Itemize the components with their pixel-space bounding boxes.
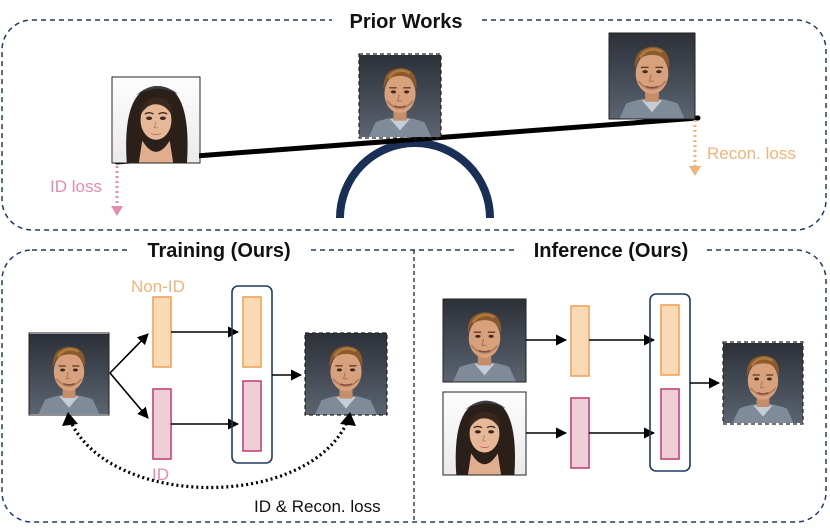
- recon-loss-arrow: [689, 120, 701, 176]
- inference-concat-id: [660, 388, 680, 460]
- inference-non-id-feature: [570, 305, 590, 377]
- inference-title: Inference (Ours): [534, 240, 688, 262]
- id-loss-arrow: [111, 166, 123, 216]
- inference-man-face-image: [442, 298, 527, 383]
- training-id-feature: [152, 388, 172, 460]
- seesaw-fulcrum: [336, 139, 494, 219]
- combined-loss-label: ID & Recon. loss: [254, 497, 381, 516]
- training-concat-id: [242, 380, 262, 452]
- training-non-id-feature: [152, 296, 172, 368]
- inference-output-face-image: [722, 341, 804, 425]
- training-title: Training (Ours): [147, 240, 290, 262]
- training-input-face-image: [28, 332, 110, 416]
- training-output-face-image: [304, 332, 388, 416]
- non-id-label: Non-ID: [131, 277, 185, 296]
- training-loss-arrowhead-right: [340, 412, 356, 426]
- prior-works-title: Prior Works: [350, 11, 463, 33]
- split-arrow-up: [109, 333, 149, 374]
- id-label: ID: [152, 465, 169, 484]
- training-loss-curve-arrow: [68, 419, 350, 490]
- training-concat-non-id: [242, 296, 262, 368]
- prior-woman-face-image: [111, 76, 201, 164]
- prior-man-face-mixed-image: [358, 53, 442, 139]
- prior-man-face-image: [608, 32, 696, 120]
- prior-works-panel: Prior Works ID loss Recon. loss: [1, 8, 827, 231]
- training-loss-arrowhead-left: [62, 412, 78, 426]
- inference-concat-non-id: [660, 304, 680, 376]
- ours-panel: Training (Ours) Inference (Ours): [1, 237, 827, 523]
- inference-diagram: [442, 293, 804, 476]
- seesaw-beam: [114, 115, 701, 165]
- training-diagram: Non-ID ID ID & Recon. loss: [28, 277, 388, 516]
- inference-woman-face-image: [442, 391, 527, 476]
- split-arrow-down: [109, 372, 149, 419]
- recon-loss-label: Recon. loss: [707, 144, 796, 163]
- inference-id-feature: [570, 397, 590, 469]
- id-loss-label: ID loss: [50, 177, 102, 196]
